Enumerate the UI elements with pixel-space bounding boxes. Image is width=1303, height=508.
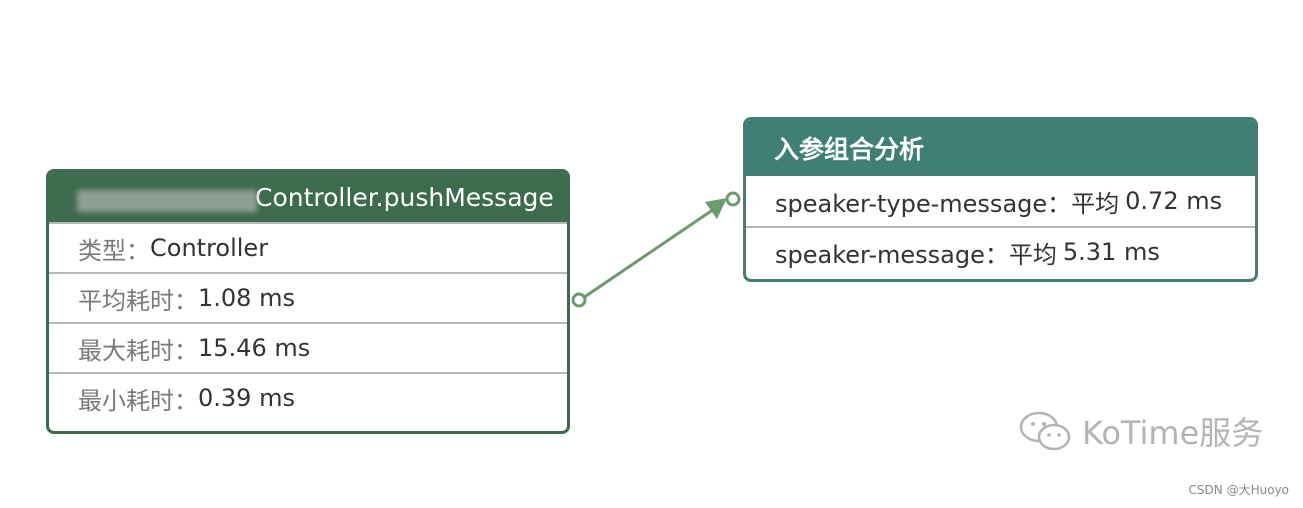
row-value: 15.46 ms (198, 334, 311, 362)
row-value: 1.08 ms (198, 284, 295, 312)
param-analysis-node[interactable]: 入参组合分析 speaker-type-message：平均 0.72 ms s… (743, 117, 1258, 282)
edge-arrowhead (705, 198, 727, 219)
wechat-icon (1019, 411, 1071, 451)
row-label: 最大耗时： (78, 336, 198, 365)
method-node-header[interactable]: Controller.pushMessage (49, 172, 567, 222)
method-row-type: 类型： Controller (49, 222, 567, 272)
row-value: Controller (150, 234, 269, 262)
watermark-text: KoTime服务 (1082, 414, 1264, 452)
credit-text: CSDN @大Huoyo (1188, 483, 1289, 497)
param-row-type-message: speaker-type-message：平均 0.72 ms (746, 176, 1255, 226)
method-row-max: 最大耗时： 15.46 ms (49, 322, 567, 372)
edge-end-port[interactable] (725, 191, 741, 207)
row-value: 0.72 ms (1125, 187, 1223, 215)
row-value: 5.31 ms (1062, 238, 1160, 266)
row-label: 最小耗时： (78, 386, 198, 415)
edge-start-port[interactable] (571, 292, 587, 308)
row-label: 类型： (78, 236, 150, 265)
redacted-name (77, 190, 257, 212)
param-row-message: speaker-message：平均 5.31 ms (746, 226, 1255, 276)
method-row-avg: 平均耗时： 1.08 ms (49, 272, 567, 322)
row-label: 平均耗时： (78, 286, 198, 315)
row-label: speaker-type-message：平均 (775, 189, 1120, 218)
method-row-min: 最小耗时： 0.39 ms (49, 372, 567, 422)
edge-line (579, 203, 721, 302)
param-node-header[interactable]: 入参组合分析 (746, 120, 1255, 176)
method-node-title: Controller.pushMessage (255, 182, 554, 212)
method-node[interactable]: Controller.pushMessage 类型： Controller 平均… (46, 169, 570, 434)
row-label: speaker-message：平均 (775, 240, 1057, 269)
watermark: KoTime服务 (1018, 408, 1263, 454)
row-value: 0.39 ms (198, 384, 295, 412)
